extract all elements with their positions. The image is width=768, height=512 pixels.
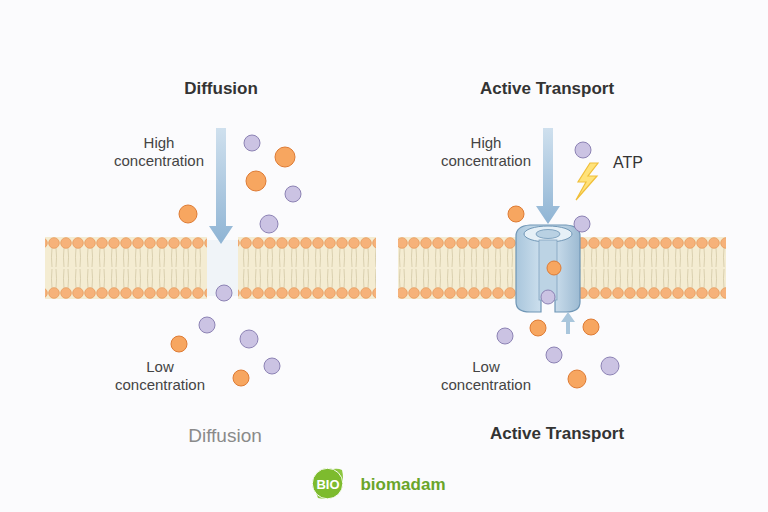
molecule (216, 285, 232, 301)
concentration-label: High concentration (103, 134, 215, 170)
molecule (233, 370, 249, 386)
caption-label: Active Transport (490, 424, 624, 444)
concentration-label: Low concentration (430, 358, 542, 394)
membrane (574, 237, 726, 299)
molecule (275, 147, 295, 167)
molecule (199, 317, 215, 333)
molecule (574, 216, 590, 232)
molecule (260, 215, 278, 233)
panel-title: Active Transport (480, 79, 614, 99)
molecule (508, 206, 524, 222)
logo-text: biomadam (360, 475, 445, 495)
molecule (546, 347, 562, 363)
flow-arrow (561, 312, 575, 334)
membrane (238, 237, 376, 299)
molecule (497, 328, 513, 344)
badge-text: BIO (316, 477, 339, 492)
carrier-protein (516, 225, 580, 312)
molecule (601, 357, 619, 375)
molecule (240, 330, 258, 348)
membrane (398, 237, 522, 299)
concentration-label: High concentration (430, 134, 542, 170)
caption-label: Diffusion (188, 425, 262, 448)
logo-badge: BIO (312, 468, 343, 499)
molecule (568, 370, 586, 388)
gradient-arrow (536, 128, 560, 224)
membrane (238, 237, 376, 299)
molecule (530, 320, 546, 336)
molecule (246, 171, 266, 191)
concentration-label: Low concentration (104, 358, 216, 394)
molecule (264, 358, 280, 374)
membrane (398, 237, 522, 299)
energy-bolt (576, 163, 598, 200)
membrane (45, 237, 207, 299)
membrane (45, 237, 207, 299)
molecule (171, 336, 187, 352)
molecule (179, 205, 197, 223)
gradient-arrow (209, 128, 233, 244)
molecule (583, 319, 599, 335)
panel-title: Diffusion (184, 79, 258, 99)
molecule (244, 135, 260, 151)
molecule (547, 261, 561, 275)
molecule (575, 142, 591, 158)
molecule (285, 186, 301, 202)
energy-label: ATP (613, 153, 643, 172)
molecules (171, 135, 619, 388)
molecule (541, 290, 555, 304)
membrane (574, 237, 726, 299)
